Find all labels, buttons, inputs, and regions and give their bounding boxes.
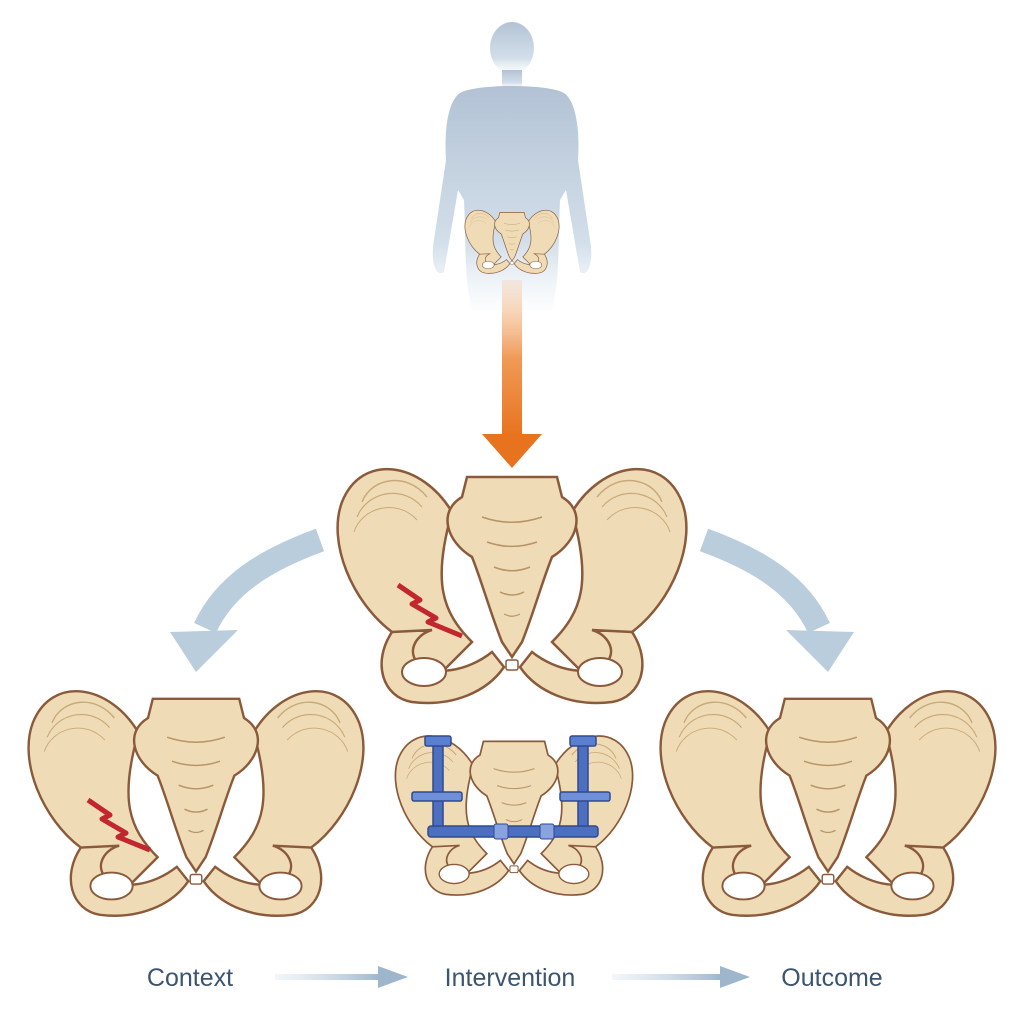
fracture-mark: [86, 797, 151, 853]
external-fixator-icon: [411, 735, 611, 840]
pelvis-context-icon: [27, 690, 365, 917]
branch-arrow-right: [699, 528, 854, 672]
fracture-mark: [396, 582, 463, 639]
flow-arrow-2: [612, 966, 750, 988]
branch-arrow-left: [170, 528, 325, 672]
human-silhouette-icon: [432, 22, 592, 310]
pelvis-location-icon: [464, 209, 560, 274]
label-context: Context: [146, 964, 234, 992]
label-intervention: Intervention: [444, 964, 576, 992]
flow-arrow-1: [275, 966, 408, 988]
pelvis-main-icon: [336, 467, 688, 705]
pelvis-outcome-icon: [659, 690, 997, 917]
focus-arrow: [482, 280, 542, 468]
label-outcome: Outcome: [781, 964, 883, 992]
pelvis-intervention-icon: [394, 735, 634, 896]
